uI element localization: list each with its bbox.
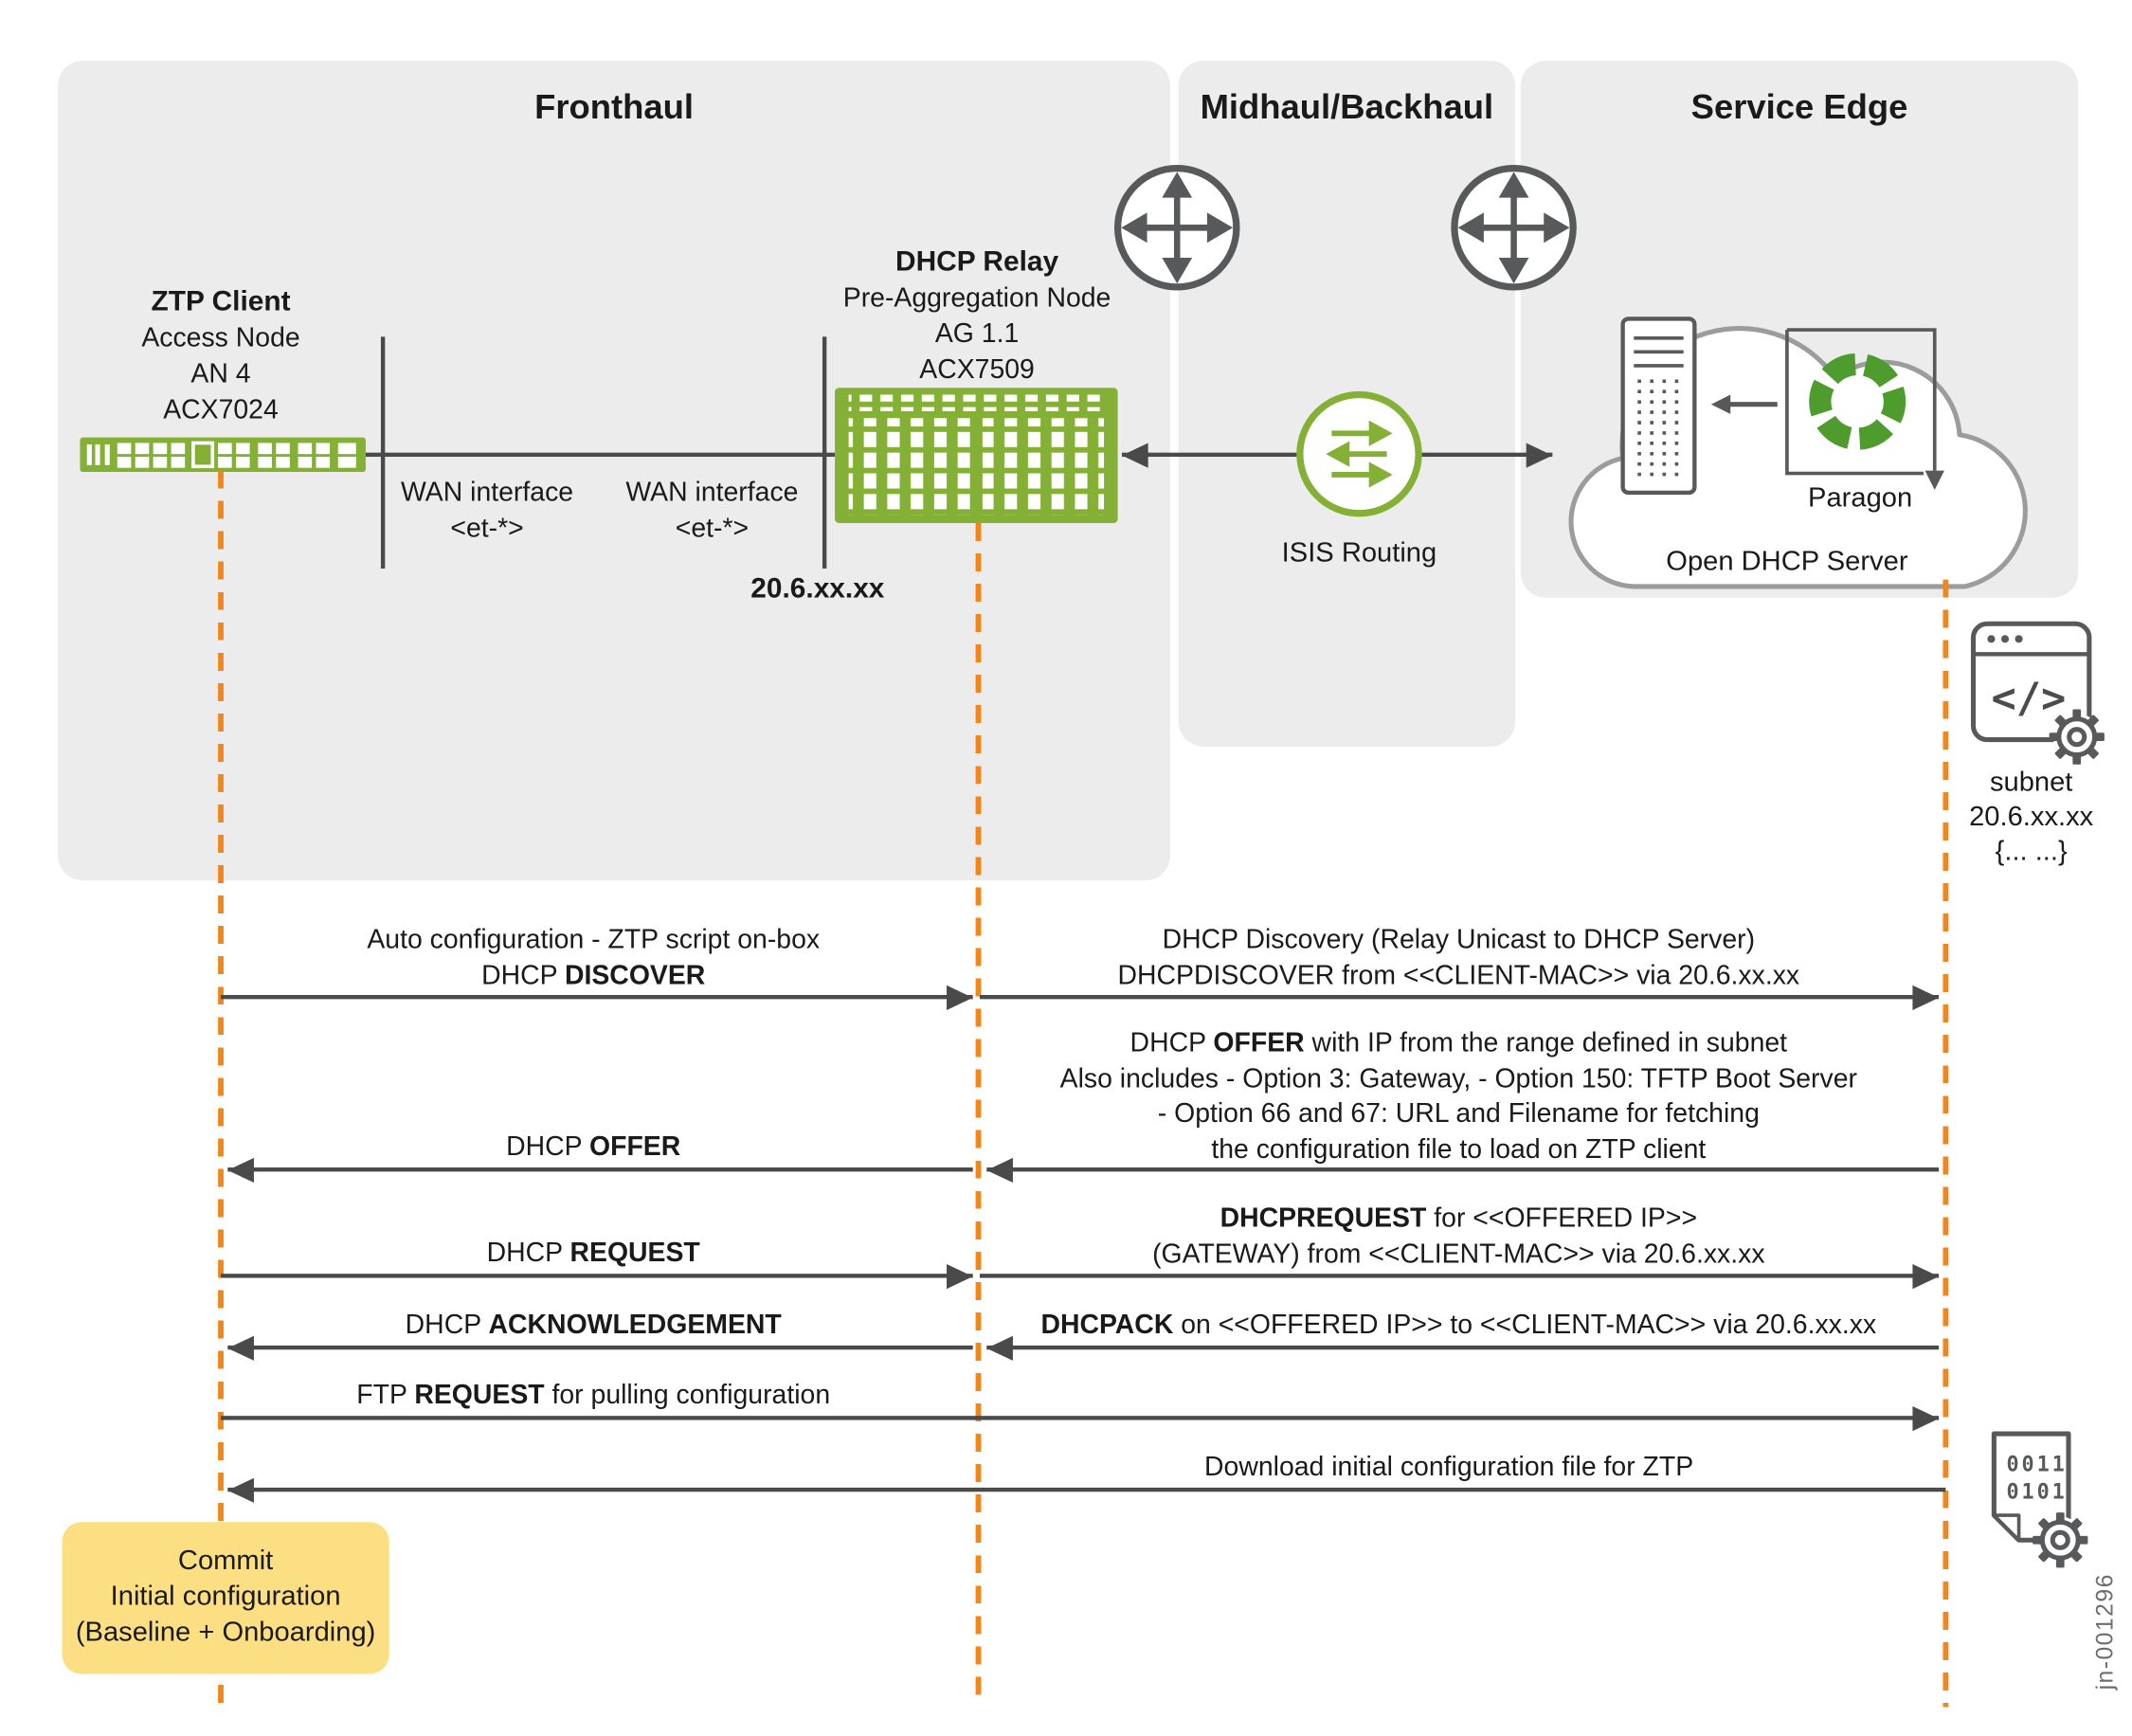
arrow-ftp-client-to-server bbox=[221, 1416, 1940, 1420]
arrow-request-client-to-relay bbox=[221, 1274, 973, 1278]
arrow-offer-server-to-relay bbox=[986, 1167, 1940, 1172]
msg-ack-client: DHCP ACKNOWLEDGEMENT bbox=[405, 1310, 782, 1341]
lifeline-ztp-client bbox=[218, 470, 224, 1708]
arrow-discover-relay-to-server bbox=[979, 994, 1940, 1000]
msg-request-relay: DHCPREQUEST for <<OFFERED IP>> (GATEWAY)… bbox=[1152, 1203, 1765, 1270]
isis-routing-label: ISIS Routing bbox=[1281, 537, 1437, 569]
subnet-config-icon: </> bbox=[1969, 616, 2105, 765]
interface-boundary-tick bbox=[822, 336, 827, 569]
gear-icon bbox=[2049, 709, 2105, 765]
msg-offer-client: DHCP OFFER bbox=[506, 1131, 681, 1163]
msg-download: Download initial configuration file for … bbox=[1204, 1452, 1694, 1483]
wan-interface-label-left: WAN interface <et-*> bbox=[401, 477, 574, 544]
arrow-offer-relay-to-client bbox=[227, 1167, 973, 1172]
msg-discover-relay: DHCP Discovery (Relay Unicast to DHCP Se… bbox=[1117, 924, 1800, 991]
panel-service-edge-title: Service Edge bbox=[1690, 88, 1908, 127]
gear-icon bbox=[2033, 1512, 2088, 1568]
code-glyph: </> bbox=[1991, 674, 2066, 722]
pre-aggregation-chassis-icon bbox=[835, 388, 1118, 523]
panel-fronthaul-title: Fronthaul bbox=[534, 88, 694, 127]
relay-ip-label: 20.6.xx.xx bbox=[750, 572, 885, 605]
panel-midhaul-title: Midhaul/Backhaul bbox=[1200, 88, 1494, 127]
lifeline-dhcp-relay bbox=[975, 522, 982, 1708]
msg-offer-server: DHCP OFFER with IP from the range define… bbox=[1059, 1027, 1857, 1165]
arrow-discover-client-to-relay bbox=[221, 994, 973, 1000]
msg-ftp-request: FTP REQUEST for pulling configuration bbox=[356, 1380, 831, 1411]
open-dhcp-server-label: Open DHCP Server bbox=[1666, 546, 1908, 577]
figure-id-watermark: jn-001296 bbox=[2091, 1573, 2119, 1691]
panel-midhaul-backhaul: Midhaul/Backhaul bbox=[1178, 61, 1516, 747]
arrow-ack-relay-to-client bbox=[227, 1345, 973, 1350]
arrow-request-relay-to-server bbox=[979, 1274, 1940, 1278]
paragon-label: Paragon bbox=[1808, 482, 1913, 514]
binary-text-line1: 0011 bbox=[2006, 1453, 2067, 1476]
dhcp-server-cloud bbox=[1543, 242, 2051, 598]
lifeline-dhcp-server bbox=[1942, 579, 1949, 1708]
arrow-download-server-to-client bbox=[227, 1487, 1946, 1492]
subnet-label: subnet 20.6.xx.xx {... ...} bbox=[1969, 767, 2094, 867]
access-node-device-icon bbox=[80, 437, 366, 473]
router-icon bbox=[1448, 161, 1581, 294]
config-file-icon: 0011 0101 bbox=[1983, 1430, 2088, 1568]
msg-ack-relay: DHCPACK on <<OFFERED IP>> to <<CLIENT-MA… bbox=[1040, 1310, 1877, 1341]
client-relay-link bbox=[365, 452, 836, 458]
arrow-ack-server-to-relay bbox=[986, 1345, 1940, 1350]
wan-interface-label-right: WAN interface <et-*> bbox=[625, 477, 799, 544]
ztp-client-label: ZTP Client Access Node AN 4 ACX7024 bbox=[141, 285, 300, 425]
isis-routing-icon bbox=[1293, 388, 1426, 520]
paragon-to-server-arrow bbox=[1710, 394, 1778, 414]
server-icon bbox=[1620, 316, 1697, 496]
msg-request-client: DHCP REQUEST bbox=[486, 1238, 700, 1269]
commit-note: Commit Initial configuration (Baseline +… bbox=[62, 1522, 389, 1674]
msg-discover-client: Auto configuration - ZTP script on-box D… bbox=[367, 924, 821, 991]
router-icon bbox=[1111, 161, 1243, 294]
paragon-flow-box bbox=[1785, 328, 1944, 490]
interface-boundary-tick bbox=[380, 336, 386, 569]
paragon-logo bbox=[1809, 353, 1906, 450]
binary-text-line2: 0101 bbox=[2006, 1481, 2067, 1505]
dhcp-relay-label: DHCP Relay Pre-Aggregation Node AG 1.1 A… bbox=[842, 245, 1111, 386]
